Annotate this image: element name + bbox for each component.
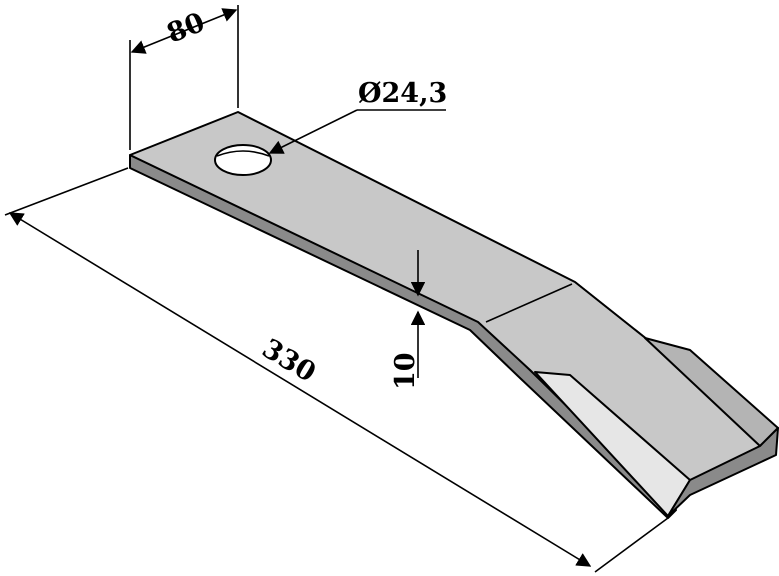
dimension-hole: Ø24,3: [268, 78, 447, 154]
mounting-hole: [214, 144, 272, 176]
dimension-width-label: 80: [163, 7, 209, 50]
dimension-line-length: [8, 212, 592, 567]
extension-line-length-end: [594, 517, 669, 573]
extension-line-length-start: [4, 167, 129, 216]
blade-body: [129, 111, 779, 519]
mounting-hole-inner-wall: [216, 150, 270, 157]
dimension-thickness-label: 10: [390, 352, 421, 390]
dimension-hole-label: Ø24,3: [358, 78, 447, 109]
dimension-thickness: 10: [390, 250, 426, 390]
dimension-line-width: [130, 8, 238, 54]
blade-tip-edge: [667, 427, 779, 517]
leader-line-hole: [268, 109, 358, 154]
dimension-length-label: 330: [257, 333, 321, 389]
